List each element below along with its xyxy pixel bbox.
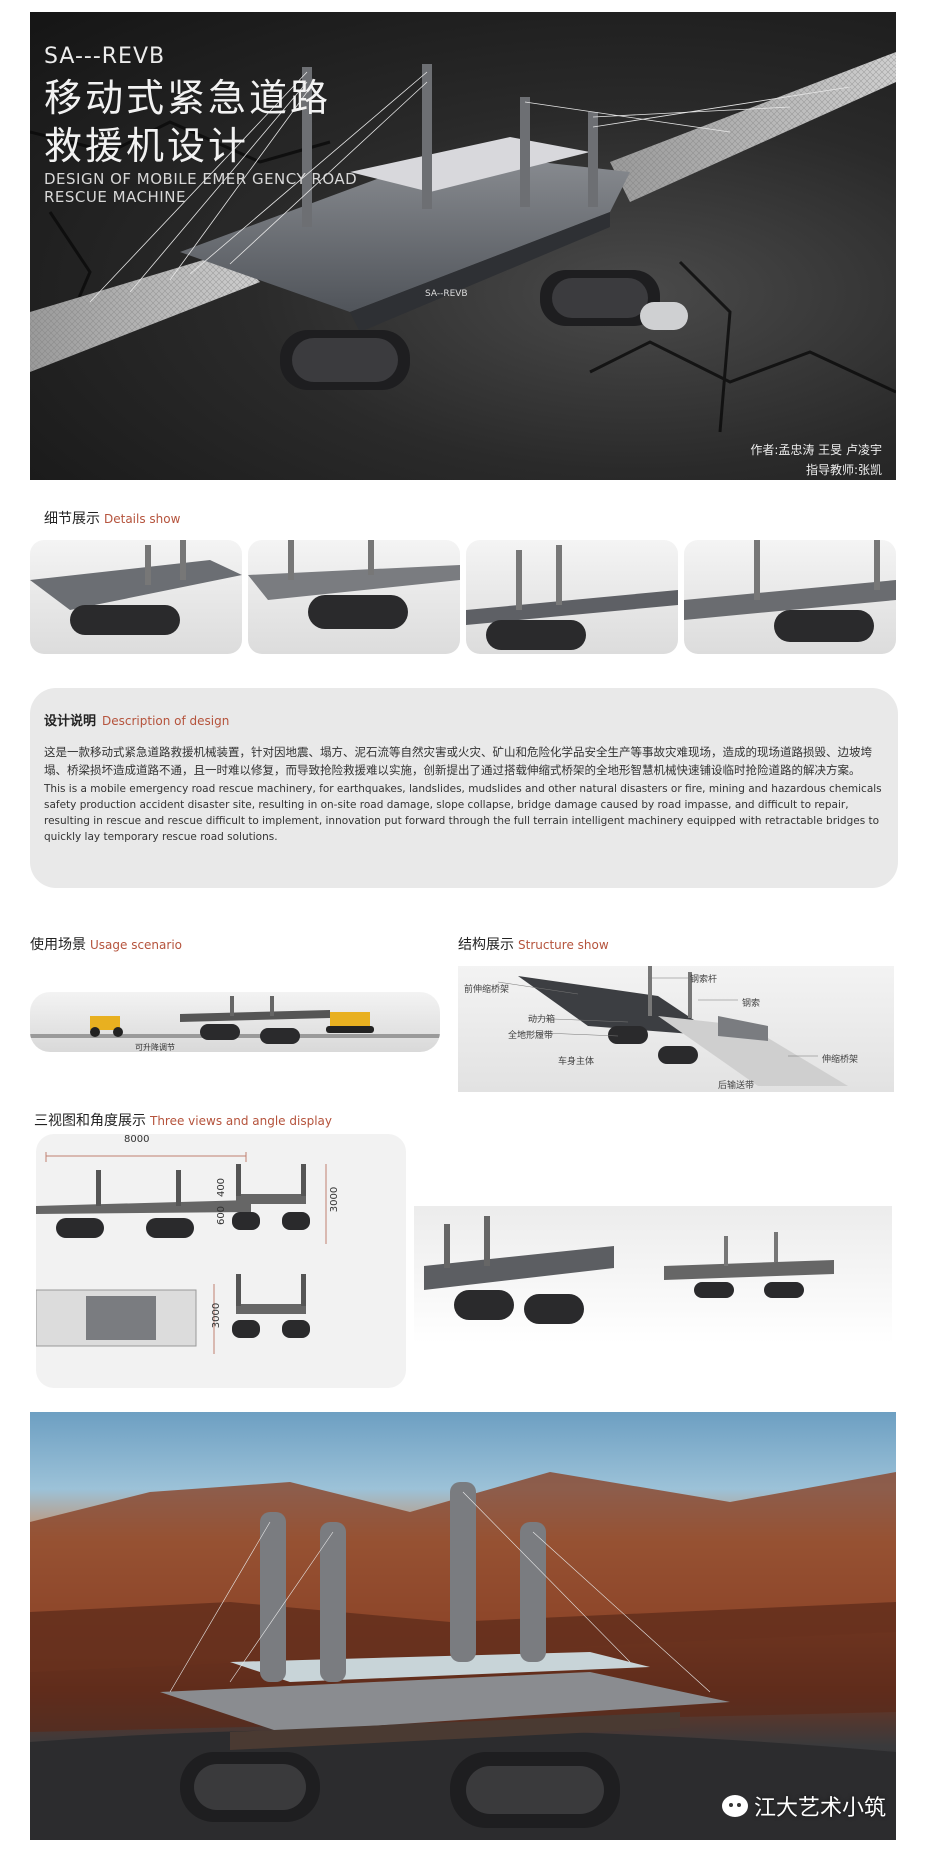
usage-scenario-image: 可升降调节	[30, 992, 440, 1052]
desert-illustration	[30, 1472, 896, 1840]
hero-illustration: SA--REVB	[30, 52, 896, 433]
project-code: SA---REVB	[44, 44, 166, 69]
dim-600: 600	[216, 1205, 228, 1226]
watermark-text: 江大艺术小筑	[753, 1796, 886, 1821]
usage-annotation: 可升降调节	[135, 1042, 175, 1052]
details-title-cn: 细节展示	[44, 511, 100, 527]
views-title-en: Three views and angle display	[150, 1114, 332, 1128]
english-title: DESIGN OF MOBILE EMER GENCY ROAD RESCUE …	[44, 170, 358, 206]
dim-3000-side: 3000	[329, 1186, 341, 1213]
structure-title-en: Structure show	[518, 938, 609, 952]
label-front-bridge: 前伸缩桥架	[464, 985, 510, 995]
details-title-en: Details show	[104, 512, 181, 526]
design-description: 设计说明 Description of design 这是一款移动式紧急道路救援机…	[30, 688, 898, 888]
detail-image-3	[466, 540, 678, 654]
views-title-cn: 三视图和角度展示	[34, 1113, 146, 1129]
detail-image-4	[684, 540, 896, 654]
title-line-2: 救援机设计	[44, 124, 250, 168]
machine-badge: SA--REVB	[425, 289, 468, 299]
usage-title-en: Usage scenario	[90, 938, 183, 952]
dim-400: 400	[216, 1177, 228, 1198]
details-heading: 细节展示 Details show	[44, 508, 180, 528]
label-rear-belt: 后输送带	[718, 1081, 755, 1091]
dim-length: 8000	[124, 1134, 150, 1145]
description-title-cn: 设计说明	[44, 714, 97, 729]
details-gallery	[30, 540, 896, 654]
title-line-1: 移动式紧急道路	[44, 76, 332, 120]
dim-3000-top: 3000	[211, 1302, 223, 1329]
label-cable: 钢索	[742, 999, 761, 1009]
wechat-icon	[721, 1795, 748, 1817]
views-heading: 三视图和角度展示 Three views and angle display	[34, 1110, 332, 1130]
desert-render: 江大艺术小筑	[30, 1412, 896, 1840]
detail-image-1	[30, 540, 242, 654]
structure-diagram: 前伸缩桥架 钢索杆 钢索 动力箱 全地形履带 车身主体 伸缩桥架 后输送带	[458, 966, 894, 1092]
description-title-en: Description of design	[102, 714, 230, 728]
label-extend-bridge: 伸缩桥架	[822, 1055, 859, 1065]
detail-image-2	[248, 540, 460, 654]
label-all-terrain-track: 全地形履带	[508, 1031, 554, 1041]
three-views-panel: 8000 400 600 3000 3000	[36, 1134, 406, 1388]
usage-heading: 使用场景 Usage scenario	[30, 934, 182, 954]
label-cable-rod: 钢索杆	[690, 975, 718, 985]
usage-title-cn: 使用场景	[30, 937, 86, 953]
description-text-en: This is a mobile emergency road rescue m…	[44, 783, 882, 843]
advisor: 指导教师:张凯	[805, 463, 882, 477]
label-body: 车身主体	[558, 1057, 595, 1067]
description-text-cn: 这是一款移动式紧急道路救援机械装置，针对因地震、塌方、泥石流等自然灾害或火灾、矿…	[44, 745, 872, 777]
hero-banner: SA--REVB SA---REVB 移动式紧急道路 救援机设计 DESIGN …	[30, 12, 896, 480]
watermark: 江大艺术小筑	[721, 1790, 886, 1822]
structure-heading: 结构展示 Structure show	[458, 934, 609, 954]
label-power-box: 动力箱	[528, 1015, 556, 1025]
page-title: 移动式紧急道路 救援机设计	[44, 74, 331, 170]
description-heading: 设计说明 Description of design	[44, 710, 884, 729]
structure-title-cn: 结构展示	[458, 937, 514, 953]
credits: 作者:孟忠涛 王旻 卢凌宇 指导教师:张凯	[750, 440, 882, 480]
authors: 作者:孟忠涛 王旻 卢凌宇	[750, 443, 882, 457]
angle-display-image	[414, 1206, 892, 1344]
